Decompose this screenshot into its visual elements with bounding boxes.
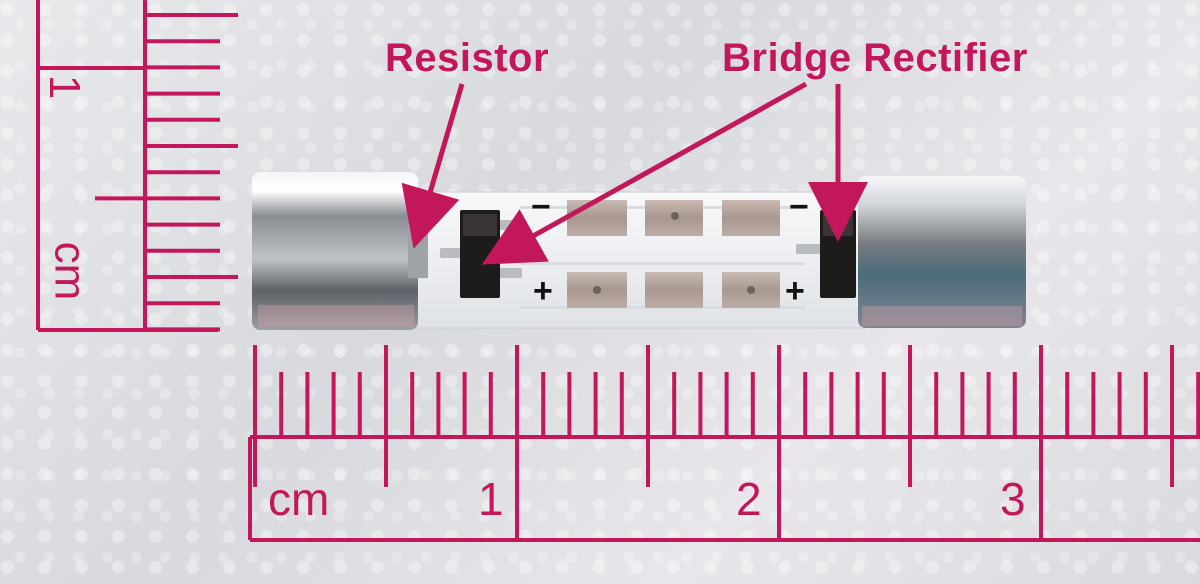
component-lead bbox=[440, 248, 462, 258]
solder-pad bbox=[567, 200, 627, 236]
horizontal-ruler-number-1: 1 bbox=[478, 473, 504, 525]
horizontal-ruler bbox=[248, 435, 1200, 542]
vertical-ruler-number: 1 bbox=[40, 74, 90, 100]
pcb-trace bbox=[520, 262, 805, 265]
board-plus-right: + bbox=[785, 272, 805, 310]
endcap-shadow bbox=[258, 305, 414, 327]
via-hole bbox=[671, 212, 679, 220]
endcap-shadow bbox=[862, 306, 1022, 326]
metal-endcap-left-rim bbox=[408, 224, 428, 278]
horizontal-ruler-number-3: 3 bbox=[1000, 473, 1026, 525]
via-hole bbox=[747, 286, 755, 294]
component-lead bbox=[496, 268, 522, 278]
solder-pad bbox=[722, 200, 780, 236]
vertical-ruler-ticks bbox=[95, 13, 238, 332]
solder-pad bbox=[645, 272, 703, 308]
horizontal-ruler-unit: cm bbox=[268, 473, 330, 525]
board-minus-left: − bbox=[531, 188, 551, 226]
resistor-arrow bbox=[401, 83, 465, 249]
horizontal-ruler-ticks bbox=[253, 345, 1200, 540]
smd-component-left-highlight bbox=[463, 214, 497, 236]
bridge-rectifier-label: Bridge Rectifier bbox=[722, 36, 1028, 80]
bridge-arrow-left bbox=[481, 81, 808, 265]
resistor-label: Resistor bbox=[385, 36, 550, 80]
component-lead bbox=[796, 244, 822, 254]
metal-endcap-right bbox=[858, 176, 1026, 328]
board-plus-left: + bbox=[533, 272, 553, 310]
vertical-ruler-unit: cm bbox=[45, 241, 95, 301]
metal-endcap-left bbox=[252, 172, 418, 330]
smd-component-right-highlight bbox=[823, 214, 853, 236]
board-minus-right: − bbox=[789, 188, 809, 226]
horizontal-ruler-number-2: 2 bbox=[736, 473, 762, 525]
via-hole bbox=[593, 286, 601, 294]
